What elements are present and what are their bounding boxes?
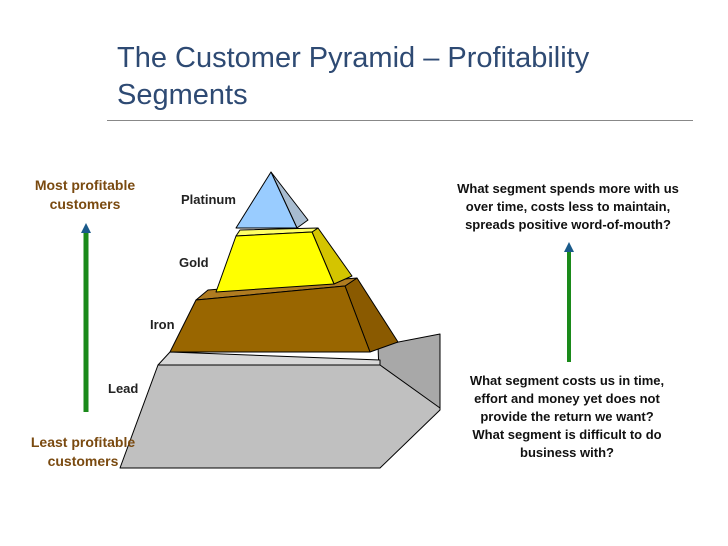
bottom-question-line-4: What segment is difficult to do [472,427,662,442]
bottom-question-line-3: provide the return we want? [480,409,654,424]
tier-iron [169,277,399,353]
tier-gold [215,227,353,293]
bottom-question: What segment costs us in time, effort an… [422,372,712,462]
top-question-line-2: over time, costs less to maintain, [465,199,671,214]
most-profitable-line-2: customers [49,196,121,212]
tier-iron-front [169,285,371,353]
page-title: The Customer Pyramid – Profitability Seg… [117,40,697,114]
least-profitable-line-1: Least profitable [30,434,136,450]
tier-label-platinum: Platinum [181,192,236,207]
tier-lead [119,333,441,469]
tier-lead-front [119,364,441,469]
most-profitable-line-1: Most profitable [34,177,136,193]
most-profitable-label: Most profitable customers [10,176,160,214]
bottom-question-line-5: business with? [520,445,614,460]
tier-platinum [235,171,309,229]
top-question-line-1: What segment spends more with us [457,181,679,196]
title-line-1: The Customer Pyramid – Profitability [117,42,590,74]
tier-gold-front [215,231,335,293]
least-profitable-line-2: customers [47,453,119,469]
bottom-question-line-1: What segment costs us in time, [469,373,665,388]
tier-platinum-front [235,171,298,229]
title-line-2: Segments [117,79,248,111]
tier-label-iron: Iron [150,317,175,332]
tier-label-lead: Lead [108,381,139,396]
bottom-question-line-2: effort and money yet does not [474,391,660,406]
tier-label-gold: Gold [179,255,209,270]
title-divider [107,120,693,121]
top-question: What segment spends more with us over ti… [420,180,716,234]
top-question-line-3: spreads positive word-of-mouth? [465,217,671,232]
least-profitable-label: Least profitable customers [8,433,158,471]
